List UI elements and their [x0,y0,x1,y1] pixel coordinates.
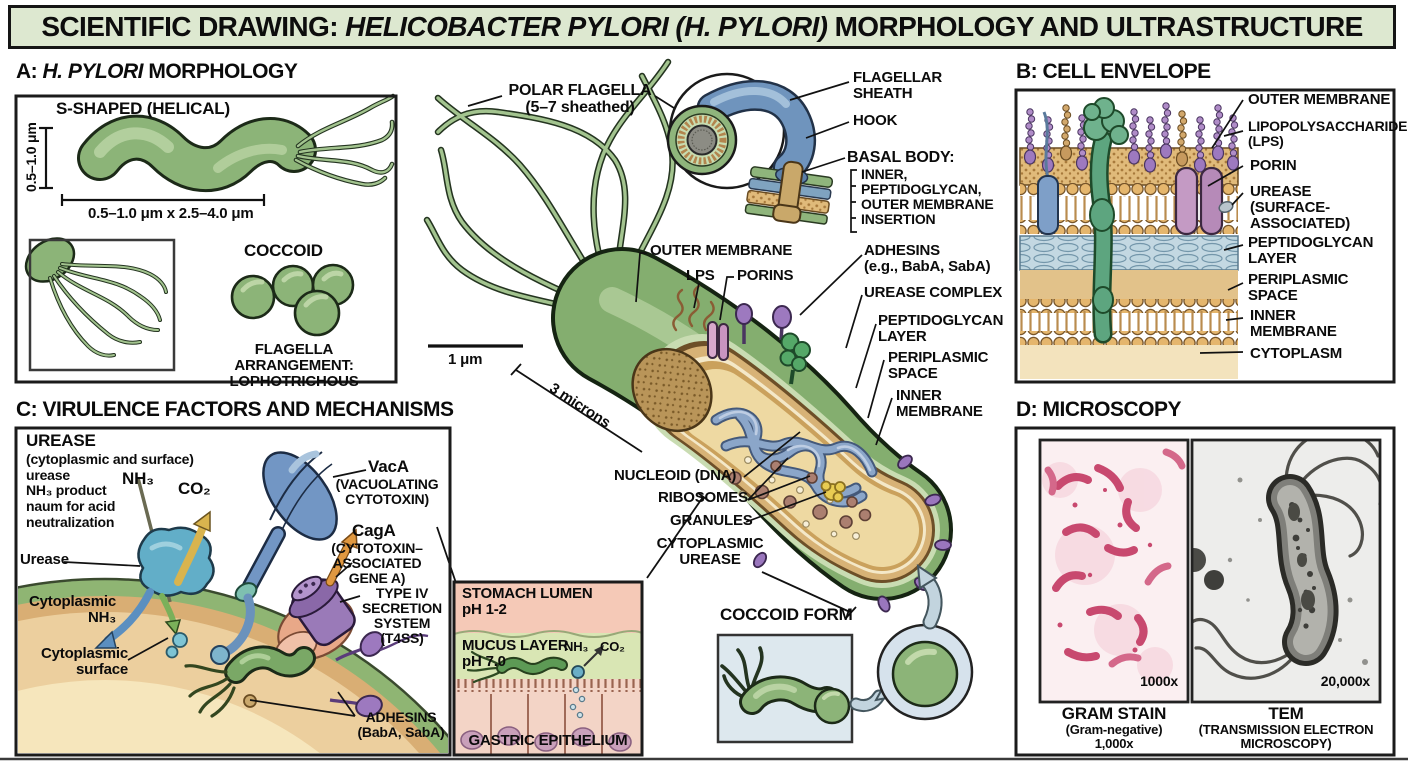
tem-image [1192,440,1380,702]
flagella-arrangement-label: FLAGELLA ARRANGEMENT: LOPHOTRICHOUS [229,341,359,391]
scale-bar-label: 1 μm [448,351,483,368]
tem-magnification-overlay: 20,000x [1320,673,1370,689]
panel-d-heading: D: MICROSCOPY [1016,398,1182,421]
basal-body-parts-label: INNER, PEPTIDOGLYCAN, OUTER MEMBRANE INS… [861,166,994,228]
size-dimension-label: 0.5–1.0 μm x 2.5–4.0 μm [88,205,254,222]
stomach-nh3-label: NH₃ [564,639,589,654]
peptidoglycan-label: PEPTIDOGLYCAN LAYER [878,312,1004,346]
adhesins-label: ADHESINS (e.g., BabA, SabA) [864,242,991,276]
c-caga-sub-label: (CYTOTOXIN–ASSOCIATED GENE A) [331,540,423,587]
panel-c-heading: C: VIRULENCE FACTORS AND MECHANISMS [16,398,454,421]
b-urease-label: UREASE (SURFACE- ASSOCIATED) [1250,183,1351,233]
b-peptidoglycan-label: PEPTIDOGLYCAN LAYER [1248,234,1374,268]
cytoplasmic-urease-label: CYTOPLASMIC UREASE [656,535,764,569]
b-porin-label: PORIN [1250,157,1297,174]
leader-lines [63,81,1244,717]
panel-frames [0,88,1408,761]
c-co2-label: CO₂ [178,479,211,498]
b-cytoplasm-label: CYTOPLASM [1250,345,1343,362]
panel-a-heading: A: H. PYLORI MORPHOLOGY [16,60,298,83]
c-t4ss-label: TYPE IV SECRETION SYSTEM (T4SS) [362,585,442,647]
title-suffix: MORPHOLOGY AND ULTRASTRUCTURE [827,11,1364,42]
stomach-co2-label: CO₂ [600,639,625,654]
stomach-lumen-label: STOMACH LUMEN pH 1-2 [462,585,593,619]
stomach-inset-drawing [452,580,644,757]
outer-membrane-label: OUTER MEMBRANE [650,242,793,259]
s-shaped-label: S-SHAPED (HELICAL) [56,99,230,118]
c-adhesins-label: ADHESINS (BabA, SabA) [357,709,445,741]
gram-stain-image [1040,440,1188,702]
gastric-epithelium-label: GASTRIC EPITHELIUM [468,732,628,749]
panel-b-heading: B: CELL ENVELOPE [1016,60,1211,83]
lps-label: LPS [686,267,715,284]
s-shaped-bacterium-drawing [39,93,396,206]
gram-magnification-overlay: 1000x [1140,673,1178,689]
c-vaca-label: VacA [368,457,409,476]
hook-label: HOOK [853,112,898,129]
c-caga-label: CagA [352,521,396,540]
virulence-drawing [18,450,448,753]
scale-and-connectors [428,344,710,584]
periplasmic-space-label: PERIPLASMIC SPACE [888,349,989,383]
tem-title: TEM [1268,704,1304,723]
flagellum-hook-inset [666,72,834,225]
tem-sub: (TRANSMISSION ELECTRON MICROSCOPY) [1198,722,1374,752]
b-inner-membrane-label: INNER MEMBRANE [1250,307,1337,341]
urease-complex-structure [779,332,811,385]
coccoid-label: COCCOID [244,241,323,260]
c-urease-label: Urease [20,551,69,568]
flagellar-sheath-label: FLAGELLAR SHEATH [853,69,943,103]
cell-envelope-drawing [1019,93,1240,379]
granules-label: GRANULES [670,512,753,529]
flagella-closeup-drawing [24,237,168,358]
polar-flagella-label: POLAR FLAGELLA (5–7 sheathed) [508,82,652,117]
c-urease-block: (cytoplasmic and surface) urease NH₃ pro… [26,451,194,530]
c-nh3-label: NH₃ [122,469,154,488]
ribosomes-label: RIBOSOMES [658,489,748,506]
porins-label: PORINS [737,267,794,284]
inner-membrane-label: INNER MEMBRANE [896,387,983,421]
coccoid-cluster-drawing [230,263,355,337]
basal-body-label: BASAL BODY: [847,149,955,166]
c-urease-title: UREASE [26,431,96,450]
gram-stain-sub: (Gram-negative) 1,000x [1065,722,1163,752]
urease-complex-label: UREASE COMPLEX [864,284,1003,301]
b-lps-label: LIPOPOLYSACCHARIDE (LPS) [1248,118,1408,150]
title-species: HELICOBACTER PYLORI (H. PYLORI) [345,11,828,42]
page-title: SCIENTIFIC DRAWING: HELICOBACTER PYLORI … [8,5,1396,49]
c-vaca-sub-label: (VACUOLATING CYTOTOXIN) [335,476,439,508]
nucleoid-label: NUCLEOID (DNA) [614,467,737,484]
c-cytoplasmic-nh3-label: Cytoplasmic NH₃ [29,593,116,627]
coccoid-form-drawing [716,564,974,744]
title-prefix: SCIENTIFIC DRAWING: [41,11,346,42]
mucus-layer-label: MUCUS LAYER pH 7.0 [462,637,569,671]
porins-structure [707,321,729,361]
adhesins-structure [735,303,792,344]
b-outer-membrane-label: OUTER MEMBRANE [1248,91,1391,108]
c-cytoplasmic-surface-label: Cytoplasmic surface [41,645,128,679]
gram-stain-title: GRAM STAIN [1061,704,1167,723]
b-periplasmic-label: PERIPLASMIC SPACE [1248,271,1349,305]
coccoid-form-label: COCCOID FORM [720,605,853,624]
width-dimension-label: 0.5–1.0 μm [23,122,39,192]
